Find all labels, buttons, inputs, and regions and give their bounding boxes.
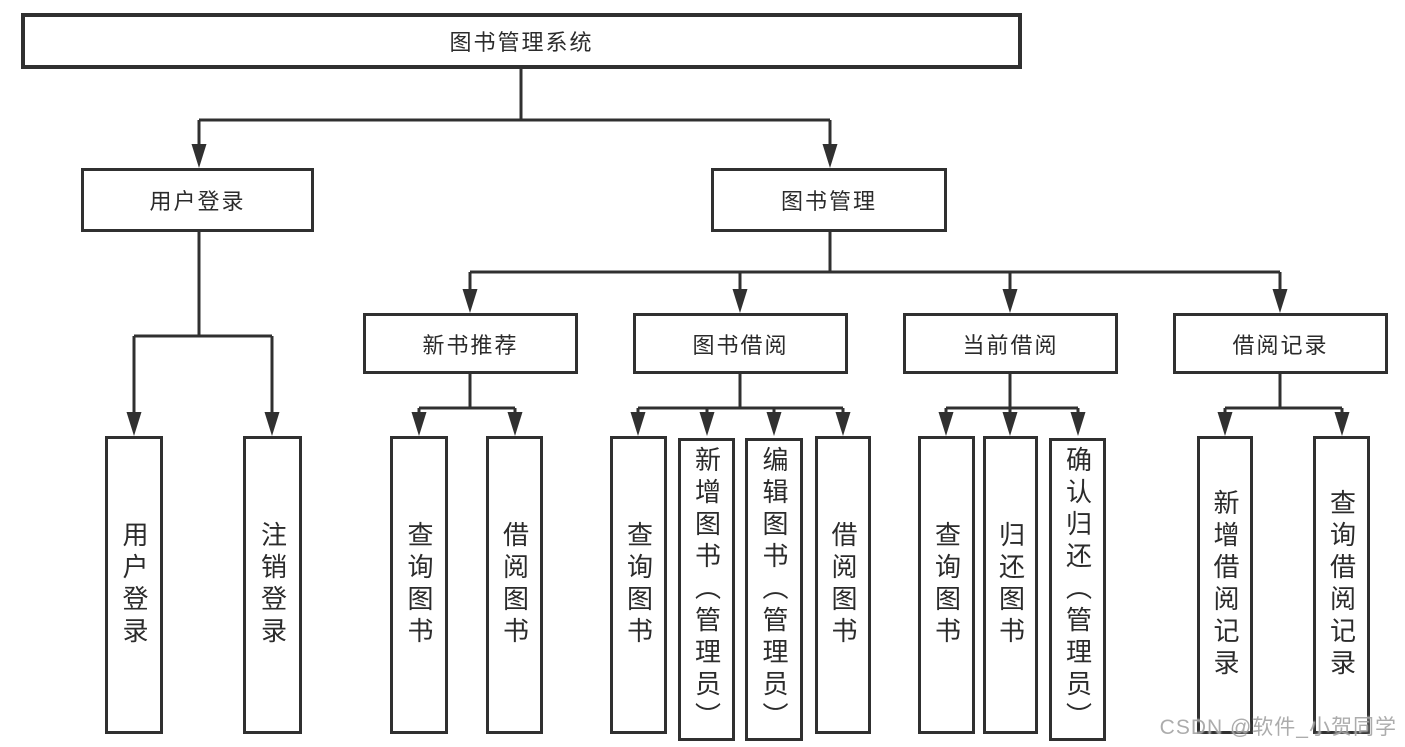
leaf-borrow-books-recommend: 借阅图书 <box>486 436 543 734</box>
leaf-user-login: 用户登录 <box>105 436 163 734</box>
leaf-return-book-label: 归还图书 <box>995 521 1026 649</box>
leaf-query-books-current: 查询图书 <box>918 436 975 734</box>
node-new-book-recommend: 新书推荐 <box>363 313 578 374</box>
watermark-text: CSDN @软件_小贺同学 <box>1159 716 1397 739</box>
leaf-query-books-recommend: 查询图书 <box>390 436 448 734</box>
leaf-confirm-return-admin: 确认归还（管理员） <box>1049 438 1106 741</box>
node-current-borrow: 当前借阅 <box>903 313 1118 374</box>
leaf-edit-book-admin: 编辑图书（管理员） <box>745 438 803 741</box>
node-user-login-branch: 用户登录 <box>81 168 314 232</box>
leaf-add-book-admin-label: 新增图书（管理员） <box>691 445 722 734</box>
leaf-add-book-admin: 新增图书（管理员） <box>678 438 735 741</box>
leaf-query-books-borrow: 查询图书 <box>610 436 667 734</box>
arrowhead-icons <box>126 144 1350 436</box>
leaf-edit-book-admin-label: 编辑图书（管理员） <box>759 445 789 734</box>
node-book-management-branch: 图书管理 <box>711 168 947 232</box>
leaf-query-books-recommend-label: 查询图书 <box>404 521 434 649</box>
leaf-logout: 注销登录 <box>243 436 302 734</box>
leaf-borrow-books: 借阅图书 <box>815 436 871 734</box>
node-book-borrow: 图书借阅 <box>633 313 848 374</box>
node-borrow-records: 借阅记录 <box>1173 313 1388 374</box>
leaf-add-borrow-record-label: 新增借阅记录 <box>1210 489 1240 681</box>
leaf-query-books-current-label: 查询图书 <box>931 521 962 649</box>
leaf-query-books-borrow-label: 查询图书 <box>623 521 654 649</box>
node-root: 图书管理系统 <box>21 13 1022 69</box>
leaf-query-borrow-record-label: 查询借阅记录 <box>1326 489 1357 681</box>
leaf-add-borrow-record: 新增借阅记录 <box>1197 436 1253 734</box>
leaf-borrow-books-label: 借阅图书 <box>828 521 858 649</box>
leaf-logout-label: 注销登录 <box>257 521 288 649</box>
leaf-confirm-return-admin-label: 确认归还（管理员） <box>1062 445 1093 734</box>
leaf-user-login-label: 用户登录 <box>119 521 149 649</box>
leaf-borrow-books-recommend-label: 借阅图书 <box>499 521 530 649</box>
leaf-return-book: 归还图书 <box>983 436 1038 734</box>
leaf-query-borrow-record: 查询借阅记录 <box>1313 436 1370 734</box>
